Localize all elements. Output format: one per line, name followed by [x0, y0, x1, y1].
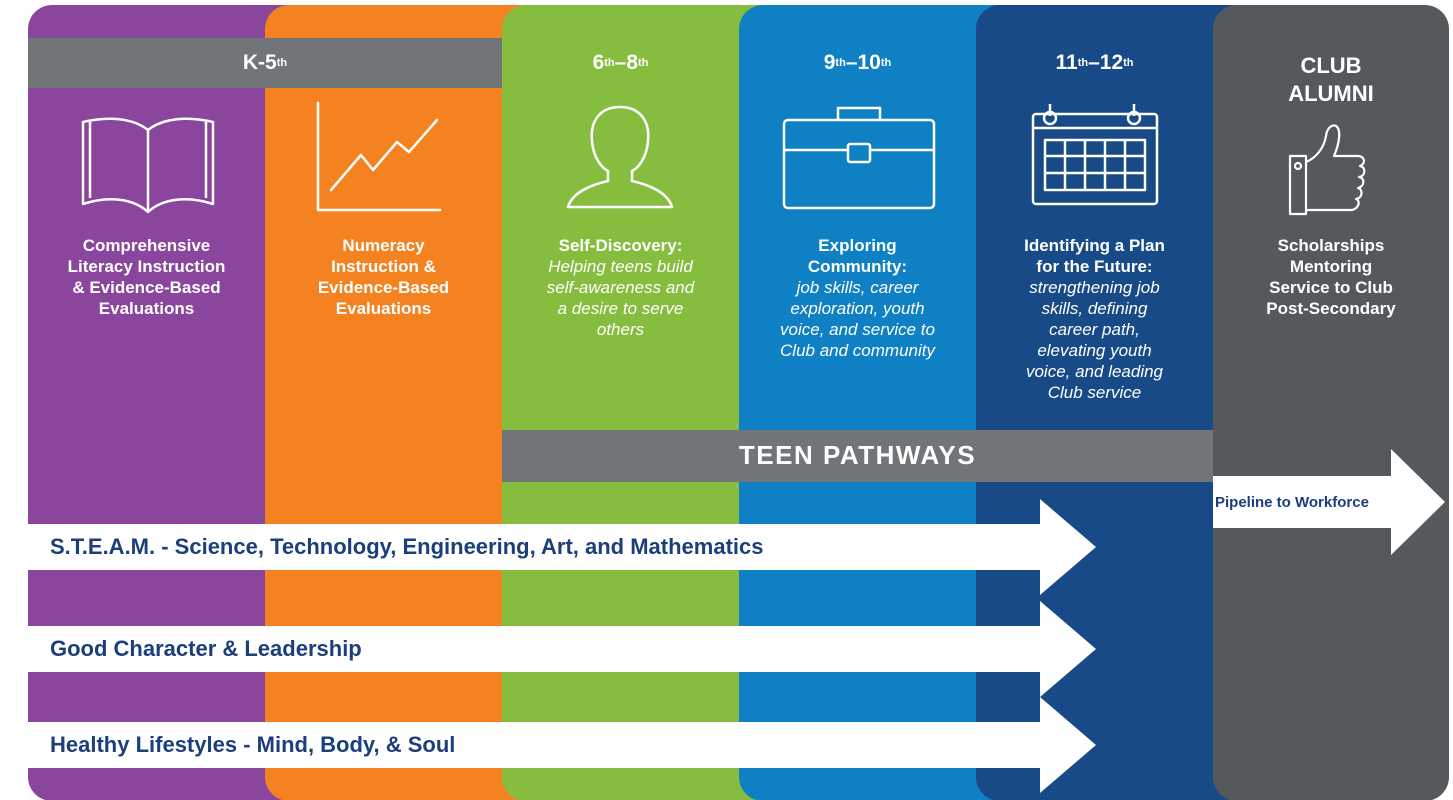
healthy-lifestyles-arrow-label: Healthy Lifestyles - Mind, Body, & Soul: [50, 732, 456, 757]
character-arrow: [28, 601, 1096, 697]
self-discovery-description: Self-Discovery: Helping teens build self…: [546, 236, 695, 339]
character-arrow-label: Good Character & Leadership: [50, 636, 362, 661]
literacy-description: Comprehensive Literacy Instruction & Evi…: [67, 236, 226, 318]
pipeline-label: Pipeline to Workforce: [1215, 494, 1369, 511]
numeracy-description: Numeracy Instruction & Evidence-Based Ev…: [317, 236, 450, 318]
healthy-lifestyles-arrow: [28, 697, 1096, 793]
steam-arrow: [28, 499, 1096, 595]
briefcase-icon: [782, 106, 936, 210]
header-grades-11-12: 11th–12th: [1055, 51, 1134, 74]
teen-pathways-label: TEEN PATHWAYS: [738, 440, 977, 470]
thumbs-up-icon: [1288, 124, 1366, 216]
steam-arrow-label: S.T.E.A.M. - Science, Technology, Engine…: [50, 534, 764, 559]
future-description: Identifying a Plan for the Future: stren…: [1024, 236, 1165, 402]
header-grades-9-10: 9th–10th: [823, 51, 892, 74]
pipeline-arrow: [1213, 449, 1445, 555]
k5-header-bar: [28, 38, 502, 88]
teen-pathways-bar: [502, 430, 1213, 482]
header-grades-6-8: 6th–8th: [592, 51, 649, 74]
alumni-description: Scholarships Mentoring Service to Club P…: [1266, 236, 1396, 318]
header-club-alumni: CLUB ALUMNI: [1288, 53, 1374, 106]
line-chart-icon: [316, 101, 442, 212]
header-k5: K-5th: [242, 51, 288, 74]
person-icon: [566, 105, 674, 209]
community-description: Exploring Community: job skills, career …: [780, 236, 935, 360]
column-club-alumni: [1213, 5, 1449, 800]
calendar-icon: [1031, 104, 1159, 206]
book-icon: [81, 117, 215, 214]
